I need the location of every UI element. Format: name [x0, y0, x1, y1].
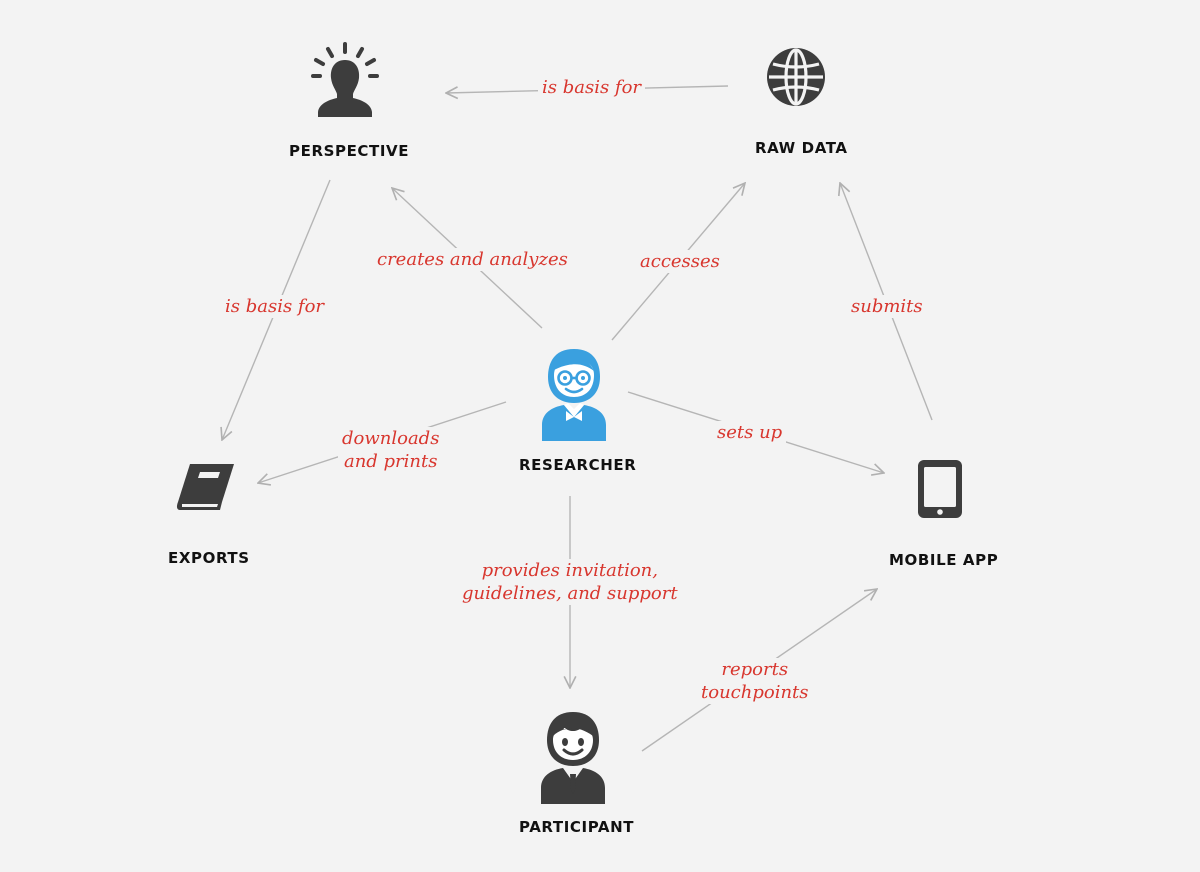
edge-label-participant-mobile-app: reports touchpoints [697, 658, 813, 704]
idea-person-icon [311, 42, 379, 117]
node-label-participant: PARTICIPANT [519, 818, 635, 836]
node-label-raw-data: RAW DATA [755, 139, 848, 157]
globe-icon [767, 48, 825, 106]
researcher-icon [542, 349, 606, 441]
edge-label-perspective-exports: is basis for [221, 295, 329, 318]
participant-icon [541, 712, 605, 804]
edge-label-researcher-participant: provides invitation, guidelines, and sup… [458, 559, 682, 605]
node-label-researcher: RESEARCHER [519, 456, 637, 474]
node-label-perspective: PERSPECTIVE [289, 142, 410, 160]
edge-label-researcher-exports: downloads and prints [338, 427, 444, 473]
node-label-mobile-app: MOBILE APP [889, 551, 999, 569]
edge-label-researcher-mobile-app: sets up [713, 421, 787, 444]
node-label-exports: EXPORTS [168, 549, 250, 567]
book-icon [176, 464, 234, 510]
edge-label-researcher-raw-data: accesses [636, 250, 724, 273]
tablet-icon [918, 460, 962, 518]
edge-label-raw-data-perspective: is basis for [538, 76, 646, 99]
edge-label-researcher-perspective: creates and analyzes [373, 248, 572, 271]
edge-label-mobile-app-raw-data: submits [847, 295, 927, 318]
